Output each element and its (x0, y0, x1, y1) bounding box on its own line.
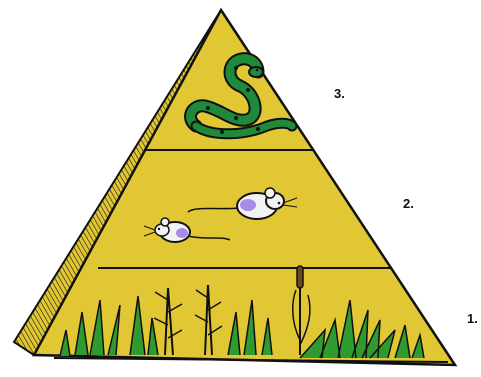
level-1-label: 1. (467, 311, 478, 326)
level-3-label: 3. (334, 86, 345, 101)
level-2-label: 2. (403, 196, 414, 211)
